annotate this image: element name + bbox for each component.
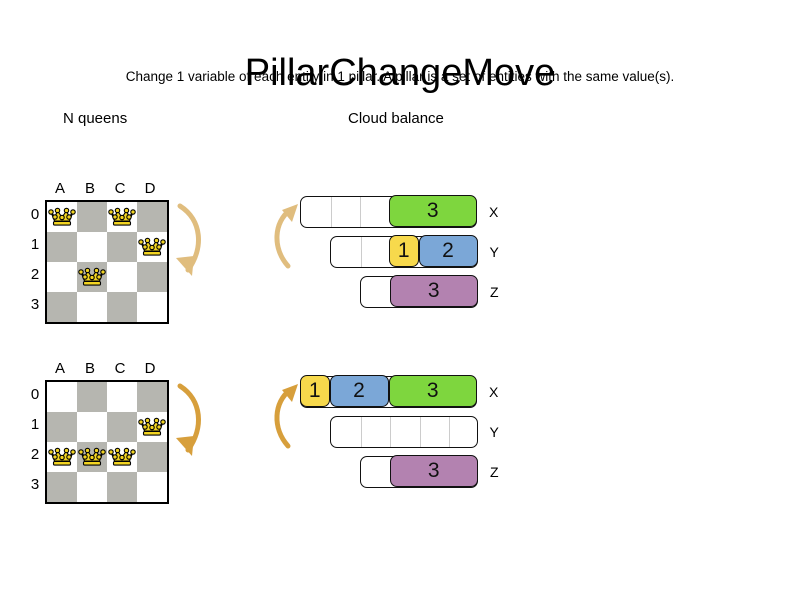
board-cell-C2[interactable] [107,262,137,292]
board-cell-A1[interactable] [47,412,77,442]
row-label-3: 3 [30,476,40,493]
bar-gridline [390,417,391,447]
board-cell-D1[interactable] [137,412,167,442]
board-cell-C0[interactable] [107,202,137,232]
board-cell-B2[interactable] [77,262,107,292]
board-cell-A3[interactable] [47,292,77,322]
board-cell-C0[interactable] [107,382,137,412]
bar-gridline [449,417,450,447]
board-cell-A0[interactable] [47,202,77,232]
cloud-process-3-on-x[interactable]: 3 [388,375,477,407]
queen-icon [108,445,136,469]
queen-icon [78,445,106,469]
column-label-c: C [114,180,126,197]
curved-down-arrow-icon [168,196,212,287]
queen-icon [108,205,136,229]
column-labels-after: A B C D [45,360,165,380]
board-cell-B2[interactable] [77,442,107,472]
bar-gridline [360,417,362,447]
section-label-cloud-balance: Cloud balance [348,110,444,127]
curved-up-arrow-icon [268,196,308,281]
column-label-a: A [54,180,65,197]
row-label-0: 0 [30,386,40,403]
board-cell-D0[interactable] [137,382,167,412]
cloud-process-2-on-y[interactable]: 2 [418,235,478,267]
cloud-process-3-on-x[interactable]: 3 [388,195,477,227]
board-grid-before [45,200,169,324]
board-cell-C1[interactable] [107,412,137,442]
board-cell-C2[interactable] [107,442,137,472]
queen-icon [78,265,106,289]
curved-up-arrow-icon [268,376,308,461]
column-labels-before: A B C D [45,180,165,200]
board-grid-after [45,380,169,504]
queen-icon [48,445,76,469]
board-cell-C3[interactable] [107,472,137,502]
row-label-1: 1 [30,236,40,253]
row-label-1: 1 [30,416,40,433]
board-cell-B0[interactable] [77,202,107,232]
board-cell-D2[interactable] [137,262,167,292]
column-label-d: D [144,360,156,377]
column-label-b: B [84,360,95,377]
queen-icon [48,205,76,229]
board-cell-B1[interactable] [77,232,107,262]
bar-gridline [360,197,361,227]
cloud-process-2-on-x[interactable]: 2 [329,375,389,407]
curved-down-arrow-icon [168,376,212,467]
column-label-b: B [84,180,95,197]
board-cell-D3[interactable] [137,292,167,322]
cloud-bar-label-x: X [489,204,499,220]
board-cell-B1[interactable] [77,412,107,442]
cloud-process-1-on-y[interactable]: 1 [389,235,419,267]
board-cell-A2[interactable] [47,442,77,472]
row-label-2: 2 [30,446,40,463]
cloud-bar-label-z: Z [490,284,499,300]
cloud-bar-label-z: Z [490,464,499,480]
cloud-bar-label-y: Y [489,424,499,440]
row-label-2: 2 [30,266,40,283]
board-cell-D3[interactable] [137,472,167,502]
board-cell-B3[interactable] [77,292,107,322]
board-cell-C3[interactable] [107,292,137,322]
cloud-bar-label-y: Y [489,244,499,260]
row-labels-before: 0 1 2 3 [27,200,43,320]
column-label-c: C [114,360,126,377]
board-cell-D1[interactable] [137,232,167,262]
cloud-process-1-on-x[interactable]: 1 [300,375,330,407]
column-label-d: D [144,180,156,197]
bar-gridline [419,417,421,447]
section-label-nqueens: N queens [63,110,128,127]
page-title: PillarChangeMove [244,52,556,95]
bar-gridline [330,197,332,227]
board-cell-C1[interactable] [107,232,137,262]
board-cell-A1[interactable] [47,232,77,262]
board-cell-B0[interactable] [77,382,107,412]
board-cell-D0[interactable] [137,202,167,232]
cloud-bar-y[interactable] [330,416,478,448]
bar-gridline [360,237,362,267]
queen-icon [138,235,166,259]
board-cell-D2[interactable] [137,442,167,472]
board-cell-A2[interactable] [47,262,77,292]
row-labels-after: 0 1 2 3 [27,380,43,500]
board-cell-A3[interactable] [47,472,77,502]
row-label-3: 3 [30,296,40,313]
board-cell-A0[interactable] [47,382,77,412]
cloud-process-3-on-z[interactable]: 3 [389,455,478,487]
page-subtitle: Change 1 variable of each entity in 1 pi… [125,69,675,84]
cloud-bar-label-x: X [489,384,499,400]
row-label-0: 0 [30,206,40,223]
column-label-a: A [54,360,65,377]
queen-icon [138,415,166,439]
board-cell-B3[interactable] [77,472,107,502]
cloud-process-3-on-z[interactable]: 3 [389,275,478,307]
